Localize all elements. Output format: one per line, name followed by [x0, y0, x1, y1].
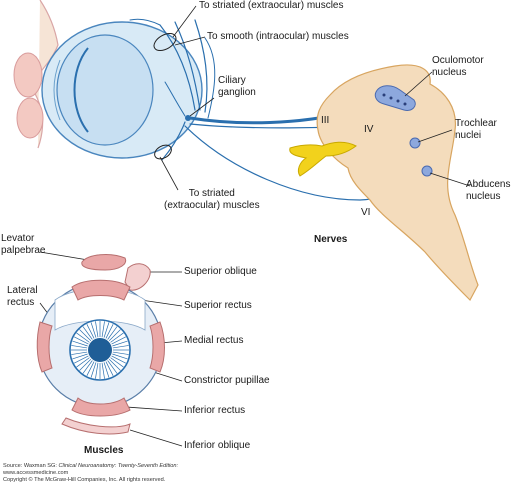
label-striated-bottom: To striated (extraocular) muscles — [164, 188, 260, 212]
iris-ray — [108, 358, 121, 371]
ciliary-ganglion-dot — [185, 115, 191, 121]
iris-ray — [95, 321, 99, 338]
nerves-heading: Nerves — [314, 234, 348, 245]
label-ciliary-line2: ganglion — [218, 87, 256, 98]
label-superior-rectus: Superior rectus — [184, 300, 252, 311]
label-lateral-rectus: Lateral rectus — [7, 285, 38, 309]
label-trochlear: Trochlear nuclei — [455, 118, 497, 142]
iris-ray — [108, 329, 121, 342]
iris-ray — [76, 357, 90, 368]
iris-ray — [79, 329, 92, 342]
label-ciliary-line1: Ciliary — [218, 75, 246, 86]
striated-top-ring — [153, 32, 177, 52]
iris-ray — [82, 360, 93, 374]
label-medial-rectus: Medial rectus — [184, 335, 244, 346]
brainstem — [316, 64, 479, 301]
iris-ray — [76, 332, 90, 343]
label-nerve-vi: VI — [361, 207, 371, 218]
muscles-heading: Muscles — [84, 445, 124, 456]
superior-rectus-shape — [71, 279, 131, 301]
label-striated-bottom-line1: To striated — [188, 188, 235, 199]
source-prefix: Source: Waxman SG: — [3, 463, 59, 469]
iris-ray — [72, 340, 88, 347]
iris-ray — [86, 324, 95, 339]
constrictor-pupillae-shape — [69, 319, 131, 381]
superior-oblique-shape — [124, 263, 151, 291]
label-ciliary: Ciliary ganglion — [218, 75, 256, 99]
iris-ray — [86, 361, 95, 376]
trochlear-nucleus-shape — [409, 137, 421, 149]
iris-ray — [90, 322, 97, 338]
iris-ray — [103, 362, 110, 378]
iris-ray — [107, 360, 118, 374]
label-oculomotor-line1: Oculomotor — [432, 55, 484, 66]
iris-ray — [112, 340, 128, 347]
label-inferior-rectus: Inferior rectus — [184, 405, 246, 416]
abducens-nucleus-shape — [421, 165, 433, 177]
source-title: Clinical Neuroanatomy: Twenty-Seventh Ed… — [58, 463, 179, 469]
label-oculomotor: Oculomotor nucleus — [432, 55, 484, 79]
inferior-oblique-shape — [61, 417, 131, 435]
label-striated-top: To striated (extraocular) muscles — [199, 0, 344, 11]
label-nerve-iii: III — [321, 115, 330, 126]
skin-fold — [13, 52, 44, 139]
iris-ray — [111, 336, 126, 345]
iris-ray — [110, 357, 124, 368]
label-striated-bottom-line2: (extraocular) muscles — [164, 200, 260, 211]
label-inferior-oblique: Inferior oblique — [184, 440, 251, 451]
trigeminal-ganglion — [289, 141, 357, 177]
lateral-rectus-shape — [36, 321, 53, 373]
iris-ray — [95, 362, 99, 379]
iris-ray — [71, 351, 88, 355]
label-abducens-line2: nucleus — [466, 191, 501, 202]
source-copyright: Copyright © The McGraw-Hill Companies, I… — [3, 477, 166, 483]
iris-ray — [112, 345, 129, 349]
iris-ray — [79, 358, 92, 371]
label-smooth: To smooth (intraocular) muscles — [207, 31, 349, 42]
label-trochlear-line1: Trochlear — [455, 118, 497, 129]
eyeball — [41, 21, 203, 159]
iris-ray — [74, 336, 89, 345]
label-superior-oblique: Superior oblique — [184, 266, 257, 277]
label-lateral-rectus-line2: rectus — [7, 297, 35, 308]
source-line1: Source: Waxman SG: Clinical Neuroanatomy… — [3, 463, 178, 470]
iris-ray — [103, 322, 110, 338]
label-lateral-rectus-line1: Lateral — [7, 285, 38, 296]
label-trochlear-line2: nuclei — [455, 130, 482, 141]
label-nerve-iv: IV — [364, 124, 374, 135]
source-credit: Source: Waxman SG: Clinical Neuroanatomy… — [3, 463, 178, 484]
levator-palpebrae-shape — [81, 254, 127, 271]
source-site: www.accessmedicine.com — [3, 470, 69, 476]
iris-ray — [111, 355, 126, 364]
iris-ray — [112, 353, 128, 360]
iris-ray — [74, 355, 89, 364]
label-abducens: Abducens nucleus — [466, 179, 510, 203]
iris-ray — [101, 362, 105, 379]
iris-ray — [105, 324, 114, 339]
medial-rectus-shape — [149, 321, 165, 373]
iris-ray — [101, 321, 105, 338]
label-constrictor-pupillae: Constrictor pupillae — [184, 375, 270, 386]
oculomotor-nucleus-shape — [374, 85, 416, 111]
leader-lines-top — [159, 5, 471, 191]
label-oculomotor-line2: nucleus — [432, 67, 467, 78]
iris-ray — [72, 353, 88, 360]
iris-ray — [90, 362, 97, 378]
iris-ray — [110, 332, 124, 343]
iris-ray — [82, 326, 93, 340]
iris-ray — [112, 351, 129, 355]
label-levator-line2: palpebrae — [1, 245, 46, 256]
striated-bottom-ring — [154, 144, 172, 160]
label-abducens-line1: Abducens — [466, 179, 511, 190]
inferior-rectus-shape — [71, 397, 131, 417]
label-levator: Levator palpebrae — [1, 233, 45, 257]
label-levator-line1: Levator — [1, 233, 35, 244]
iris-ray — [105, 361, 114, 376]
iris-ray — [107, 326, 118, 340]
iris-ray — [71, 345, 88, 349]
